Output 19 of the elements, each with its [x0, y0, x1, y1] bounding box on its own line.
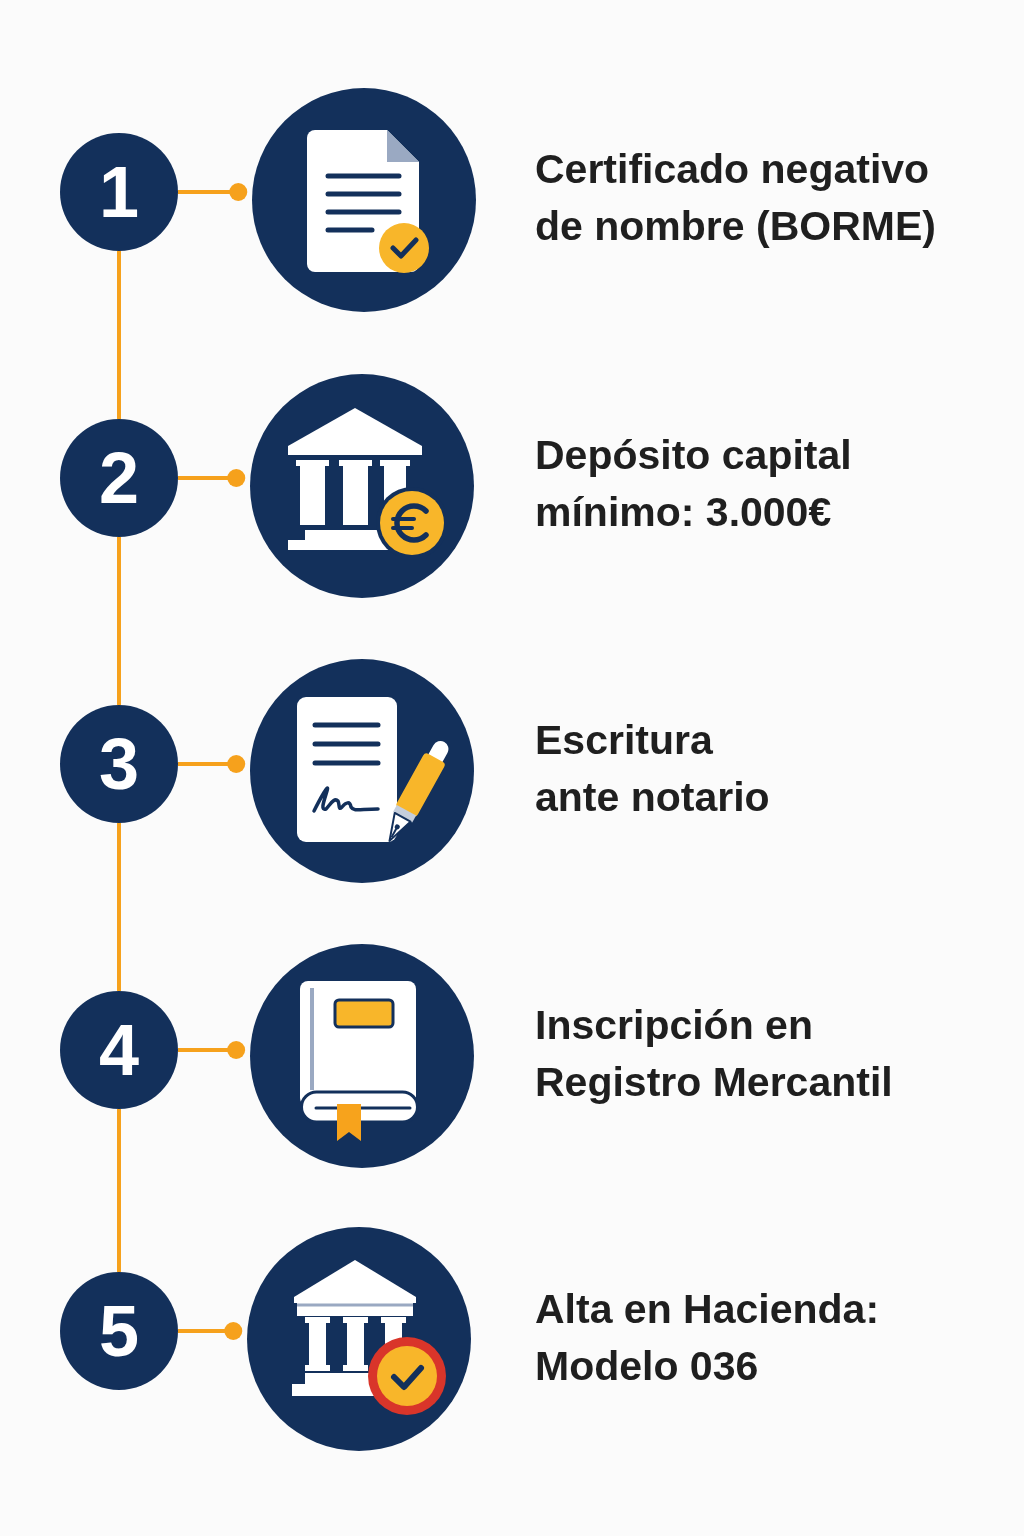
- step-label: Alta en Hacienda: Modelo 036: [535, 1285, 881, 1391]
- step-number: 3: [98, 728, 139, 800]
- connector-line: [117, 537, 121, 705]
- step-number: 1: [98, 156, 139, 228]
- step-label: Escritura ante notario: [535, 716, 771, 822]
- dot-connector: [178, 469, 246, 487]
- step-number: 4: [98, 1014, 139, 1086]
- step-number: 2: [98, 442, 139, 514]
- step-label: Inscripción en Registro Mercantil: [535, 1001, 894, 1107]
- dot-connector: [178, 1322, 243, 1340]
- dot-connector: [178, 183, 248, 201]
- dot-connector: [178, 755, 246, 773]
- step-number: 5: [98, 1295, 139, 1367]
- connector-line: [117, 823, 121, 991]
- step-label: Depósito capital mínimo: 3.000€: [535, 431, 853, 537]
- connector-line: [117, 251, 121, 419]
- dot-connector: [178, 1041, 246, 1059]
- step-label: Certificado negativo de nombre (BORME): [535, 145, 937, 251]
- connector-line: [117, 1109, 121, 1272]
